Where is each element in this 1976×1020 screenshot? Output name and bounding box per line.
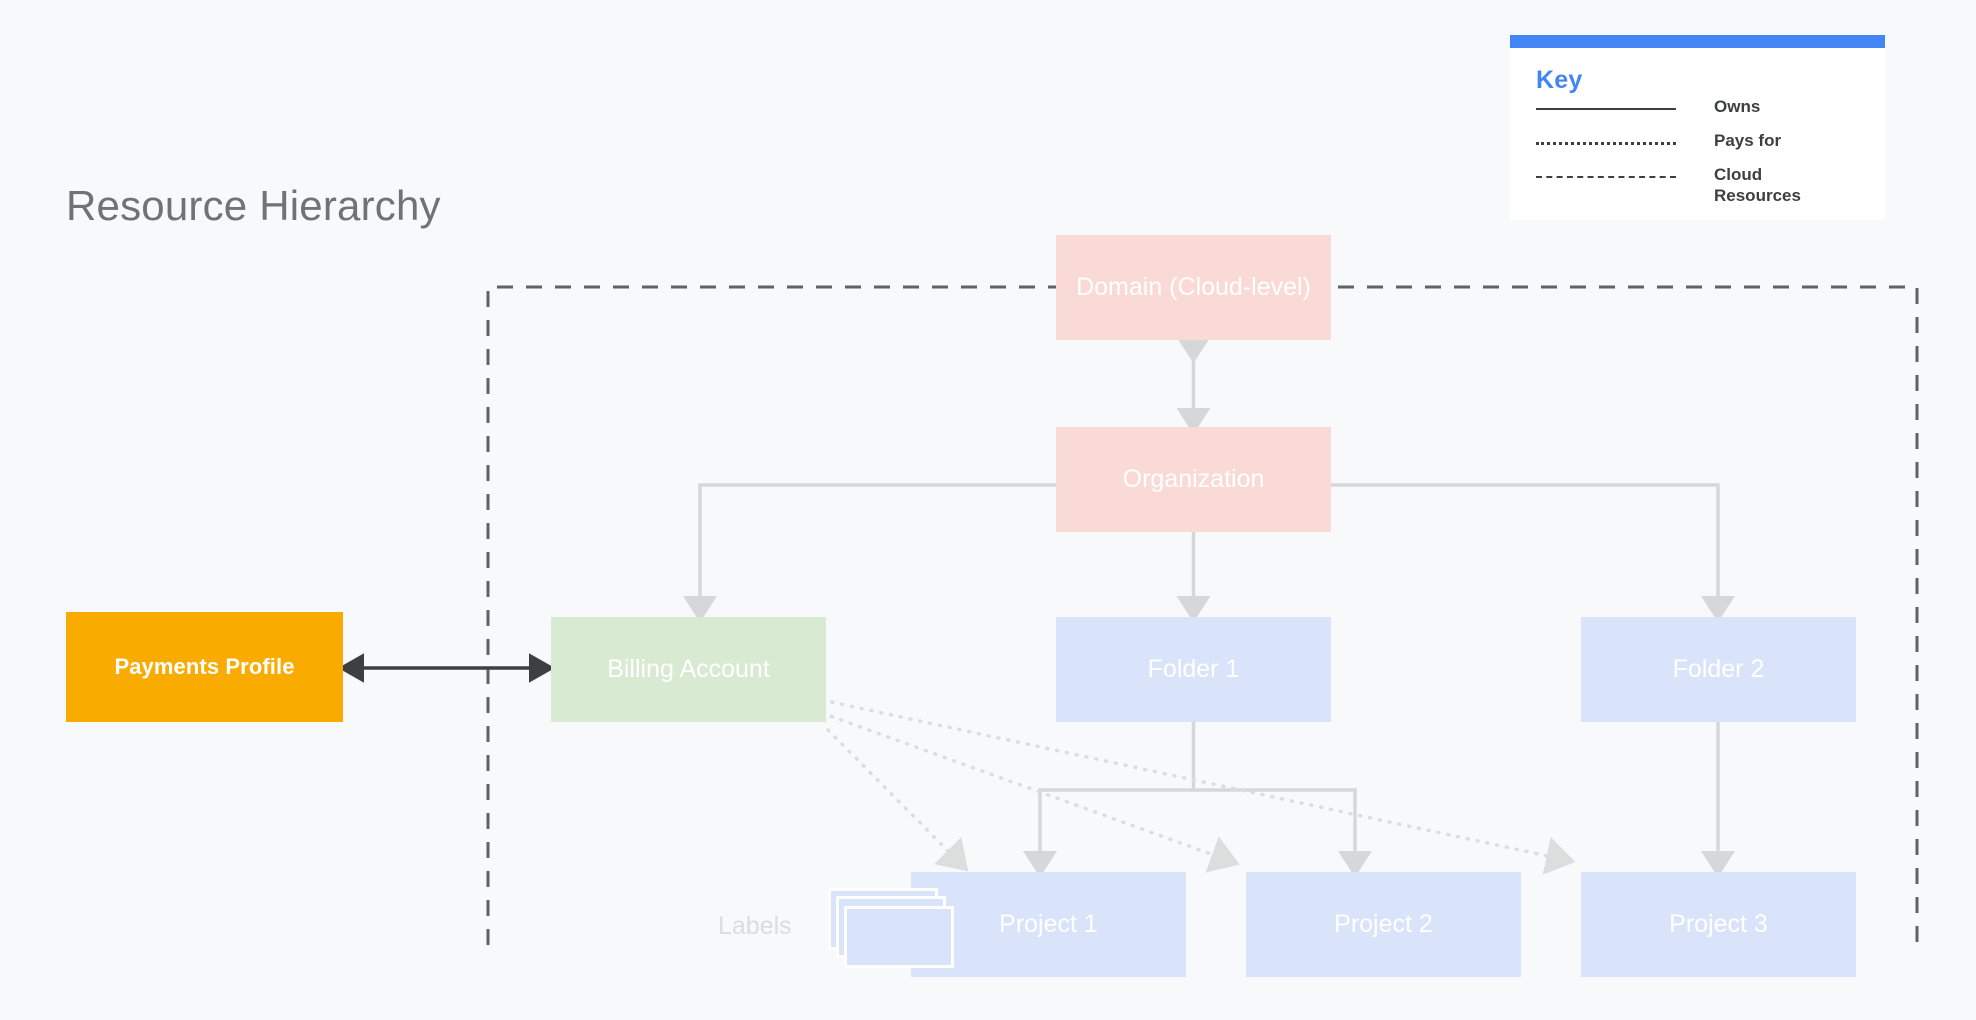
dotted-line-icon (1536, 131, 1676, 153)
node-payments-profile[interactable]: Payments Profile (66, 612, 343, 722)
key-row-owns: Owns (1510, 97, 1885, 131)
node-folder-1-label: Folder 1 (1147, 655, 1240, 683)
labels-stack-icon (828, 888, 958, 973)
edge-organization-folder2 (1331, 483, 1736, 623)
node-billing-account-label: Billing Account (607, 655, 770, 683)
node-project-1-label: Project 1 (999, 910, 1098, 938)
key-row-cloud-resources: Cloud Resources (1510, 165, 1885, 206)
node-project-2-label: Project 2 (1334, 910, 1433, 938)
node-project-1[interactable]: Project 1 (911, 872, 1186, 977)
label-card-front (844, 906, 954, 968)
node-project-3-label: Project 3 (1669, 910, 1768, 938)
node-domain-label: Domain (Cloud-level) (1076, 273, 1311, 301)
edge-billing-project1-paysfor (826, 728, 969, 872)
key-title: Key (1536, 66, 1583, 94)
labels-caption: Labels (718, 912, 792, 940)
node-payments-profile-label: Payments Profile (114, 654, 295, 679)
edge-folder1-project1 (1022, 788, 1194, 878)
solid-line-icon (1536, 97, 1676, 119)
dashed-line-icon (1536, 165, 1676, 187)
node-domain[interactable]: Domain (Cloud-level) (1056, 235, 1331, 340)
node-organization[interactable]: Organization (1056, 427, 1331, 532)
key-label-cloud-resources: Cloud Resources (1714, 165, 1801, 205)
node-folder-1[interactable]: Folder 1 (1056, 617, 1331, 722)
key-label-pays-for: Pays for (1714, 131, 1782, 150)
node-project-2[interactable]: Project 2 (1246, 872, 1521, 977)
node-folder-2[interactable]: Folder 2 (1581, 617, 1856, 722)
node-billing-account[interactable]: Billing Account (551, 617, 826, 722)
node-organization-label: Organization (1122, 465, 1265, 493)
page-title: Resource Hierarchy (66, 182, 441, 229)
cloud-resources-boundary (486, 285, 1919, 945)
key-label-owns: Owns (1714, 97, 1761, 116)
edge-billing-project2-paysfor (820, 711, 1240, 873)
key-rows: Owns Pays for Cloud Resources (1510, 97, 1885, 220)
edge-folder1-project2 (1193, 788, 1373, 878)
edge-organization-billing (682, 483, 1056, 623)
key-row-pays-for: Pays for (1510, 131, 1885, 165)
node-project-3[interactable]: Project 3 (1581, 872, 1856, 977)
edge-billing-project3-paysfor (820, 698, 1576, 875)
node-folder-2-label: Folder 2 (1672, 655, 1765, 683)
key-legend: Key Owns Pays for Cloud Resources (1510, 35, 1885, 221)
